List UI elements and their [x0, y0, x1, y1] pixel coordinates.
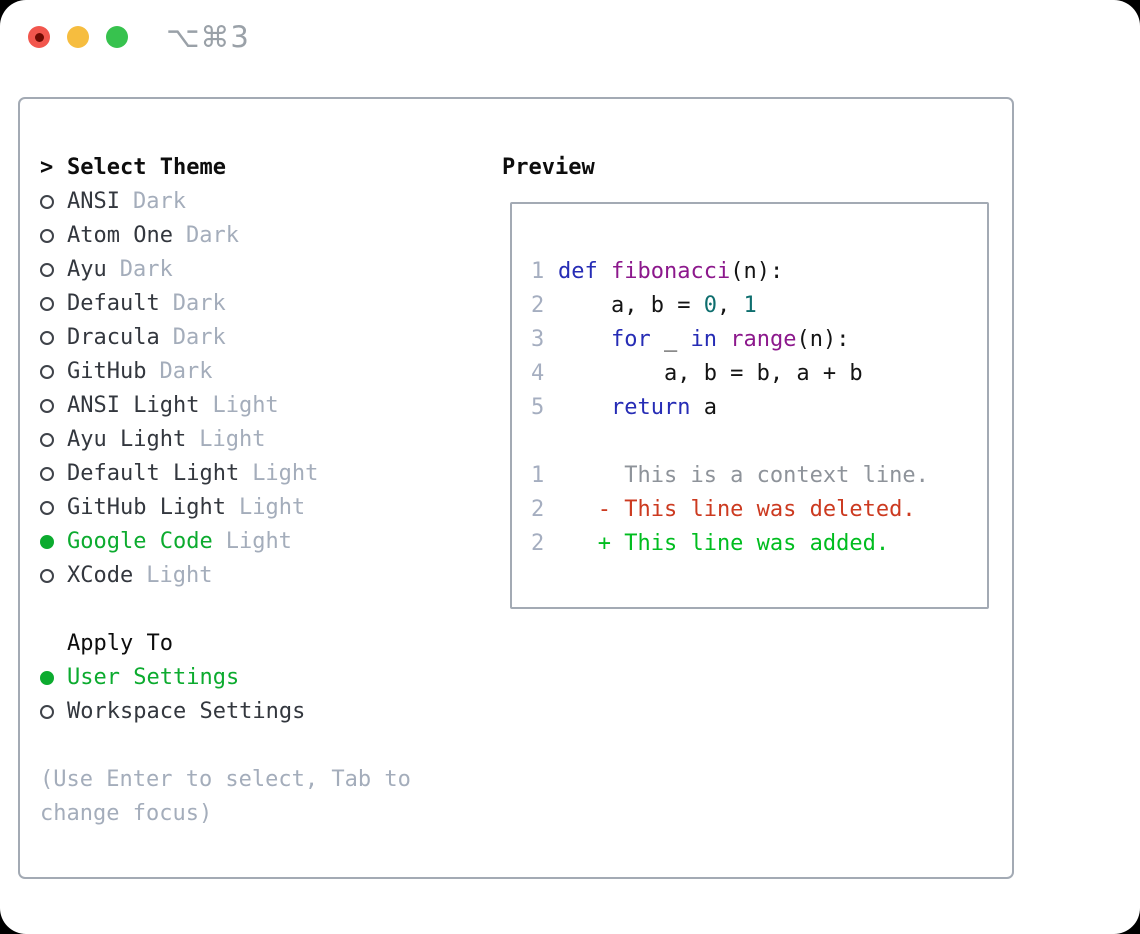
code-line: 2 a, b = 0, 1 [531, 289, 987, 323]
theme-name: ANSI Light [67, 393, 200, 418]
theme-list-header: > Select Theme [40, 151, 500, 185]
theme-name: GitHub Light [67, 495, 226, 520]
theme-name: Dracula [67, 325, 160, 350]
theme-option-atom-one-dark[interactable]: Atom One Dark [40, 219, 500, 253]
line-number: 5 [531, 395, 545, 420]
close-button[interactable] [28, 26, 50, 48]
close-dot-icon [34, 32, 44, 42]
apply-option-label-selected: User Settings [67, 665, 240, 690]
code-line: 4 a, b = b, a + b [531, 357, 987, 391]
radio-selected-icon [40, 671, 67, 685]
theme-list-title: Select Theme [67, 155, 226, 180]
radio-selected-icon [40, 535, 67, 549]
apply-option-workspace-settings[interactable]: Workspace Settings [40, 695, 500, 729]
theme-name: Default [67, 291, 160, 316]
line-number: 4 [531, 361, 545, 386]
radio-unselected-icon [40, 569, 67, 583]
theme-name: Ayu Light [67, 427, 187, 452]
line-number: 3 [531, 327, 545, 352]
theme-variant-tag: Light [225, 529, 292, 554]
line-number: 2 [531, 497, 545, 522]
radio-unselected-icon [40, 501, 67, 515]
keyboard-hint-text: (Use Enter to select, Tab to change focu… [40, 767, 411, 826]
theme-option-default-dark[interactable]: Default Dark [40, 287, 500, 321]
theme-option-google-code-light[interactable]: Google Code Light [40, 525, 500, 559]
theme-name: Atom One [67, 223, 173, 248]
radio-unselected-icon [40, 229, 67, 243]
radio-unselected-icon [40, 399, 67, 413]
minimize-button[interactable] [67, 26, 89, 48]
diff-context-line: 1 This is a context line. [531, 459, 987, 493]
theme-option-dracula-dark[interactable]: Dracula Dark [40, 321, 500, 355]
theme-variant-tag: Light [212, 393, 279, 418]
apply-to-header: Apply To [40, 627, 500, 661]
theme-name: Ayu [67, 257, 107, 282]
radio-unselected-icon [40, 365, 67, 379]
gap [40, 593, 500, 627]
theme-variant-tag: Dark [119, 257, 173, 282]
line-number: 1 [531, 259, 545, 284]
radio-unselected-icon [40, 263, 67, 277]
theme-variant-tag: Dark [172, 325, 226, 350]
preview-title: Preview [502, 155, 595, 180]
theme-option-ayu-light[interactable]: Ayu Light Light [40, 423, 500, 457]
code-line: 3 for _ in range(n): [531, 323, 987, 357]
theme-variant-tag: Light [238, 495, 306, 520]
line-number: 1 [531, 463, 545, 488]
theme-variant-tag: Dark [172, 291, 226, 316]
theme-option-ansi-light[interactable]: ANSI Light Light [40, 389, 500, 423]
zoom-button[interactable] [106, 26, 128, 48]
gap [40, 729, 500, 763]
radio-unselected-icon [40, 705, 67, 719]
theme-name: GitHub [67, 359, 147, 384]
diff-deleted-line: 2 - This line was deleted. [531, 493, 987, 527]
theme-variant-tag: Dark [132, 189, 186, 214]
radio-unselected-icon [40, 195, 67, 209]
prompt-caret-icon: > [40, 155, 54, 180]
window-shortcut-label: ⌥⌘3 [166, 20, 250, 54]
radio-unselected-icon [40, 433, 67, 447]
theme-name: XCode [67, 563, 134, 588]
theme-variant-tag: Light [146, 563, 213, 588]
theme-variant-tag: Light [199, 427, 266, 452]
radio-unselected-icon [40, 331, 67, 345]
radio-unselected-icon [40, 297, 67, 311]
titlebar: ⌥⌘3 [28, 20, 250, 54]
code-line: 5 return a [531, 391, 987, 425]
apply-option-label: Workspace Settings [67, 699, 306, 724]
theme-name-selected: Google Code [67, 529, 213, 554]
line-number: 2 [531, 293, 545, 318]
theme-option-github-light[interactable]: GitHub Light Light [40, 491, 500, 525]
theme-name: Default Light [67, 461, 240, 486]
theme-variant-tag: Light [252, 461, 319, 486]
blank-line [531, 425, 987, 459]
radio-unselected-icon [40, 467, 67, 481]
theme-option-github-dark[interactable]: GitHub Dark [40, 355, 500, 389]
theme-option-ayu-dark[interactable]: Ayu Dark [40, 253, 500, 287]
apply-to-title: Apply To [67, 631, 173, 656]
theme-option-default-light[interactable]: Default Light Light [40, 457, 500, 491]
theme-variant-tag: Dark [159, 359, 213, 384]
theme-option-xcode-light[interactable]: XCode Light [40, 559, 500, 593]
theme-option-ansi-dark[interactable]: ANSI Dark [40, 185, 500, 219]
theme-variant-tag: Dark [185, 223, 239, 248]
theme-name: ANSI [67, 189, 120, 214]
line-number: 2 [531, 531, 545, 556]
apply-option-user-settings[interactable]: User Settings [40, 661, 500, 695]
diff-added-line: 2 + This line was added. [531, 527, 987, 561]
